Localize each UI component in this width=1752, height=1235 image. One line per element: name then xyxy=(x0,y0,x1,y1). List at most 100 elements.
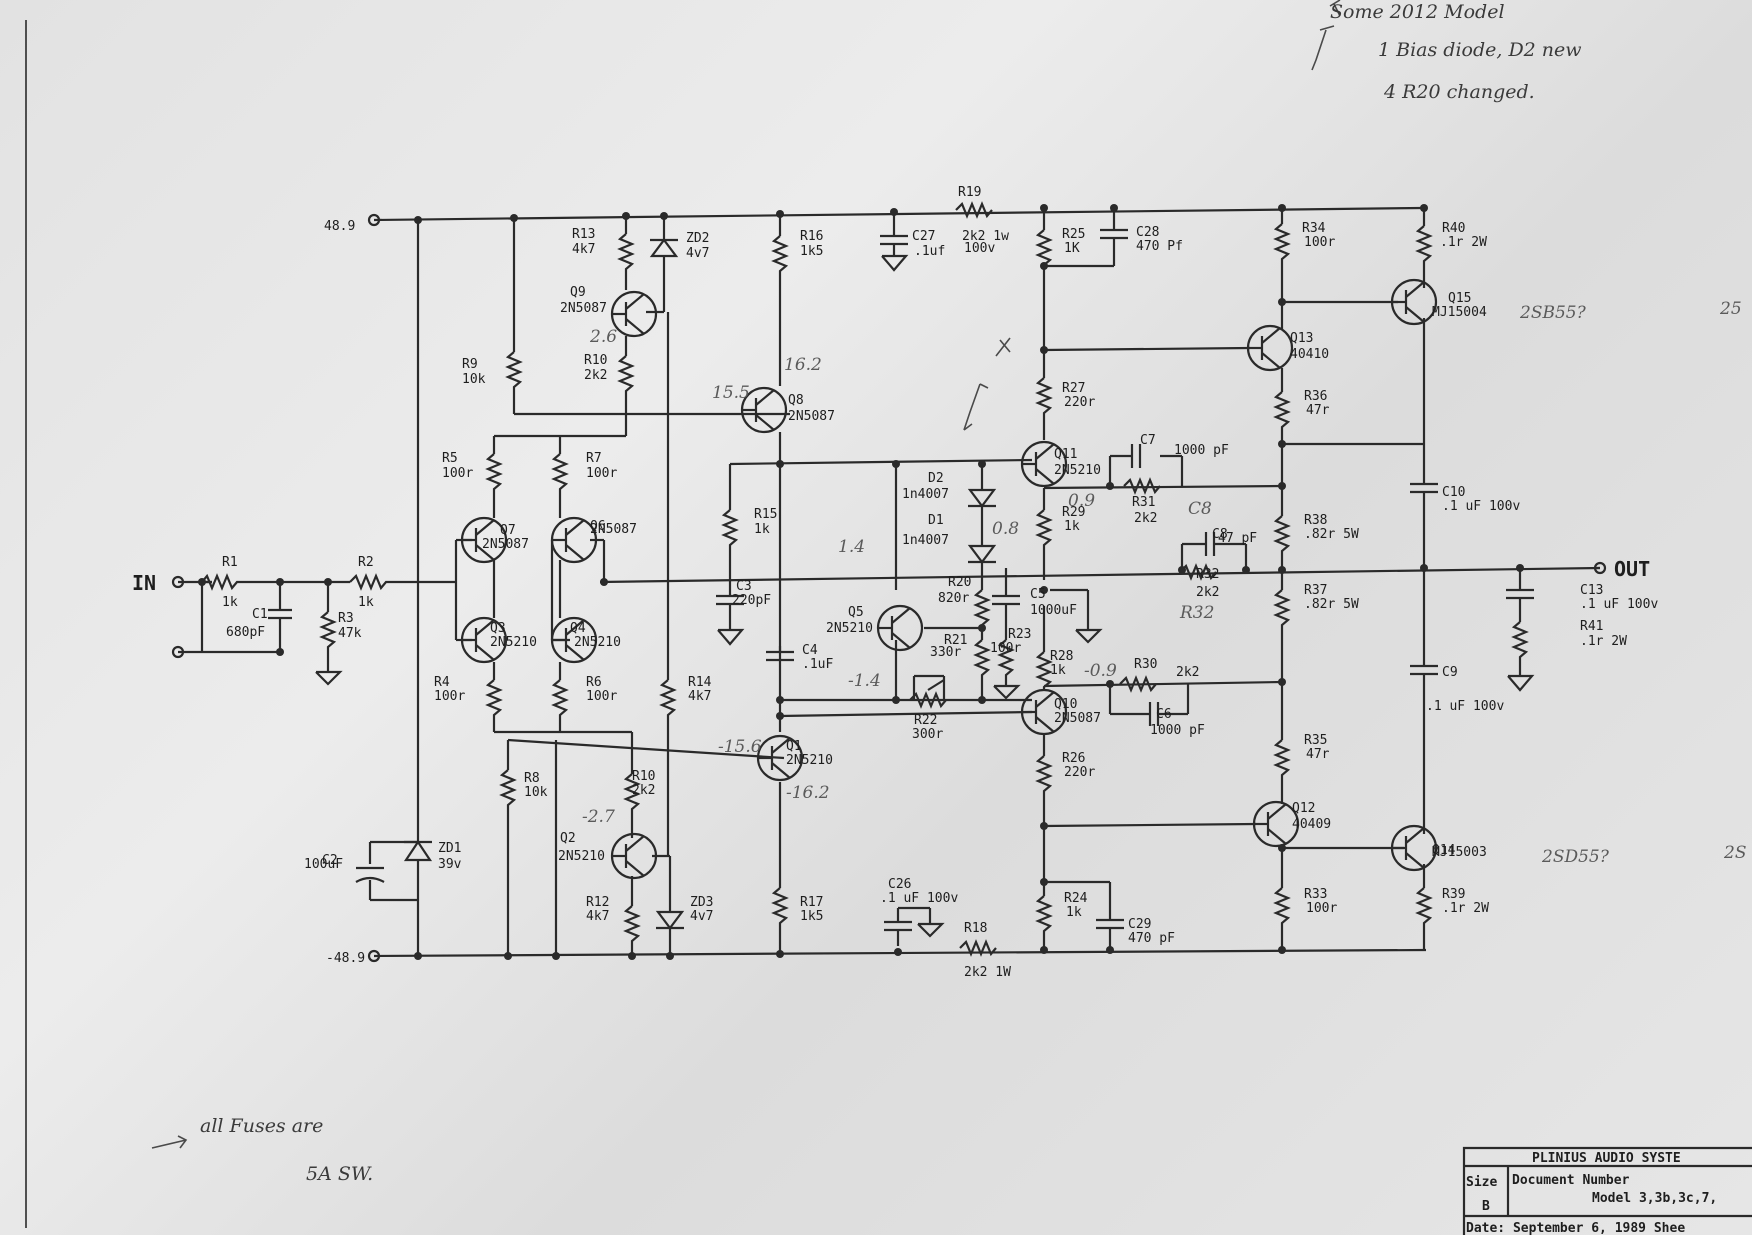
handwritten-note-12: R32 xyxy=(1179,603,1214,623)
component-ref-r18: R18 xyxy=(964,921,987,936)
handwritten-note-19: 4 R20 changed. xyxy=(1383,81,1535,103)
component-ref-c4: C4 xyxy=(802,643,818,658)
component-ref-r3: R3 xyxy=(338,611,354,626)
wiring xyxy=(178,201,1752,1235)
component-value-r35: 47r xyxy=(1306,747,1330,762)
component-ref-r27: R27 xyxy=(1062,381,1085,396)
component-value-r14: 4k7 xyxy=(688,689,711,704)
component-value-c13: .1 uF 100v xyxy=(1580,597,1658,612)
component-ref-r24: R24 xyxy=(1064,891,1088,906)
handwritten-note-16: 2S xyxy=(1723,843,1746,863)
component-ref-r40: R40 xyxy=(1442,221,1465,236)
component-ref-q10: Q10 xyxy=(1054,697,1077,712)
component-value-r41: .1r 2W xyxy=(1580,634,1627,649)
output-label: OUT xyxy=(1614,557,1650,581)
component-ref-zd2: ZD2 xyxy=(686,231,709,246)
handwritten-note-17: Some 2012 Model xyxy=(1330,1,1505,23)
component-ref-q6: Q6 xyxy=(590,519,606,534)
component-value-r29: 1k xyxy=(1064,519,1080,534)
component-value-q7: 2N5087 xyxy=(482,537,529,552)
component-value-r8: 10k xyxy=(524,785,548,800)
handwritten-note-20: all Fuses are xyxy=(200,1115,323,1137)
doc-number-label: Document Number xyxy=(1512,1173,1630,1188)
component-value-r28: 1k xyxy=(1050,663,1066,678)
component-ref-d1: D1 xyxy=(928,513,944,528)
component-value-c6: 1000 pF xyxy=(1150,723,1205,738)
component-value-r4: 100r xyxy=(434,689,465,704)
junction-dots xyxy=(198,204,1524,960)
component-value-r26: 220r xyxy=(1064,765,1095,780)
component-ref-r4: R4 xyxy=(434,675,450,690)
handwritten-note-2: 2.6 xyxy=(589,327,617,347)
doc-number-value: Model 3,3b,3c,7, xyxy=(1592,1191,1717,1206)
component-value-q1: 2N5210 xyxy=(786,753,833,768)
component-value-r6: 100r xyxy=(586,689,617,704)
handwritten-note-5: 0.9 xyxy=(1068,491,1095,511)
component-value-r39: .1r 2W xyxy=(1442,901,1489,916)
component-ref-c28: C28 xyxy=(1136,225,1159,240)
component-ref-r6: R6 xyxy=(586,675,602,690)
handwritten-note-6: -0.9 xyxy=(1084,661,1117,681)
component-ref-r8: R8 xyxy=(524,771,540,786)
component-ref-zd1: ZD1 xyxy=(438,841,461,856)
component-value-r13: 4k7 xyxy=(572,242,595,257)
component-value-q13: 40410 xyxy=(1290,347,1329,362)
component-value-q3: 2N5210 xyxy=(490,635,537,650)
component-ref-r36: R36 xyxy=(1304,389,1327,404)
component-value-r32: 2k2 xyxy=(1196,585,1219,600)
component-value-r38: .82r 5W xyxy=(1304,527,1359,542)
component-ref-q7: Q7 xyxy=(500,523,516,538)
component-value-c3: 220pF xyxy=(732,593,771,608)
component-value-r22: 300r xyxy=(912,727,943,742)
component-ref-r33: R33 xyxy=(1304,887,1327,902)
component-ref-c1: C1 xyxy=(252,607,268,622)
component-ref-r31: R31 xyxy=(1132,495,1155,510)
component-ref-r16: R16 xyxy=(800,229,823,244)
handwritten-note-13: 2SB55? xyxy=(1519,303,1587,323)
component-ref-r38: R38 xyxy=(1304,513,1327,528)
component-value-r7: 100r xyxy=(586,466,617,481)
component-ref-r23: R23 xyxy=(1008,627,1031,642)
component-value-r19: 2k2 1w xyxy=(962,229,1009,244)
component-value-c1: 680pF xyxy=(226,625,265,640)
handwritten-note-14: 2SD55? xyxy=(1541,847,1610,867)
component-value-r12: 4k7 xyxy=(586,909,609,924)
component-value-r20: 820r xyxy=(938,591,969,606)
component-ref-c7: C7 xyxy=(1140,433,1156,448)
component-ref-q1: Q1 xyxy=(786,739,802,754)
component-ref-r10a: R10 xyxy=(584,353,607,368)
component-value-r15: 1k xyxy=(754,522,770,537)
component-value-r37: .82r 5W xyxy=(1304,597,1359,612)
rail-labels: 48.9 -48.9 IN OUT xyxy=(132,219,1650,966)
component-ref-q5: Q5 xyxy=(848,605,864,620)
component-value-r27: 220r xyxy=(1064,395,1095,410)
component-ref-c8: C8 xyxy=(1212,527,1228,542)
component-ref-q15: Q15 xyxy=(1448,291,1471,306)
handwritten-note-21: 5A SW. xyxy=(306,1163,373,1185)
component-ref-d2: D2 xyxy=(928,471,944,486)
component-ref-c13: C13 xyxy=(1580,583,1603,598)
component-ref-r14: R14 xyxy=(688,675,712,690)
component-ref-r13: R13 xyxy=(572,227,595,242)
size-value: B xyxy=(1482,1199,1490,1214)
component-ref-r7: R7 xyxy=(586,451,602,466)
transistor-symbols xyxy=(460,278,1438,880)
component-ref-r12: R12 xyxy=(586,895,609,910)
component-ref-r28: R28 xyxy=(1050,649,1073,664)
component-ref-q11: Q11 xyxy=(1054,447,1077,462)
component-ref-c27: C27 xyxy=(912,229,935,244)
component-value-r33: 100r xyxy=(1306,901,1337,916)
component-value-zd3: 4v7 xyxy=(690,909,713,924)
component-ref-q13: Q13 xyxy=(1290,331,1313,346)
component-ref-r10b: R10 xyxy=(632,769,655,784)
date-line: Date: September 6, 1989 Shee xyxy=(1466,1221,1685,1235)
component-value-r17: 1k5 xyxy=(800,909,823,924)
handwritten-note-10: -2.7 xyxy=(582,807,615,827)
component-value-q15: MJ15004 xyxy=(1432,305,1487,320)
component-value-q10: 2N5087 xyxy=(1054,711,1101,726)
component-value-c26: .1 uF 100v xyxy=(880,891,958,906)
component-ref-c29: C29 xyxy=(1128,917,1151,932)
component-value-c27: .1uf xyxy=(914,244,945,259)
component-value-r18: 2k2 1W xyxy=(964,965,1011,980)
component-value-c7: 1000 pF xyxy=(1174,443,1229,458)
